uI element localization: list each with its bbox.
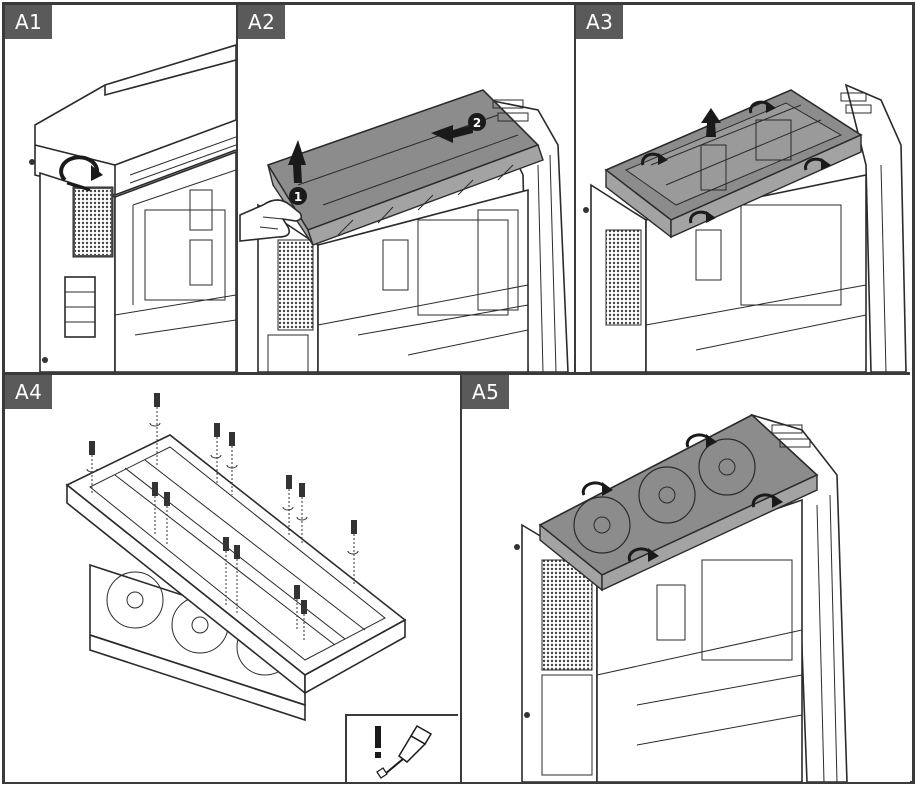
a3-case-drawing [576, 5, 910, 372]
tool-warning-box [345, 714, 458, 782]
panel-label-a3: A3 [576, 5, 623, 39]
step-badge-2: 2 [468, 113, 486, 131]
panel-label-a1: A1 [5, 5, 52, 39]
step-number-2: 2 [473, 116, 481, 130]
a2-case-drawing: 1 2 [238, 5, 574, 372]
panel-a3: A3 [576, 5, 910, 372]
panel-label-a5: A5 [462, 375, 509, 409]
panel-label-a4: A4 [5, 375, 52, 409]
exclamation-icon [375, 726, 381, 758]
a5-case-drawing [462, 375, 910, 782]
panel-a5: A5 [462, 375, 910, 782]
a1-case-drawing [5, 5, 236, 372]
step-number-1: 1 [294, 190, 302, 204]
a1-front-mesh [73, 187, 113, 257]
panel-a2: 1 2 A2 [238, 5, 574, 372]
warning-graphic [347, 716, 460, 784]
panel-a1: A1 [5, 5, 236, 372]
step-badge-1: 1 [289, 187, 307, 205]
screwdriver-icon [377, 726, 431, 778]
panel-label-a2: A2 [238, 5, 285, 39]
